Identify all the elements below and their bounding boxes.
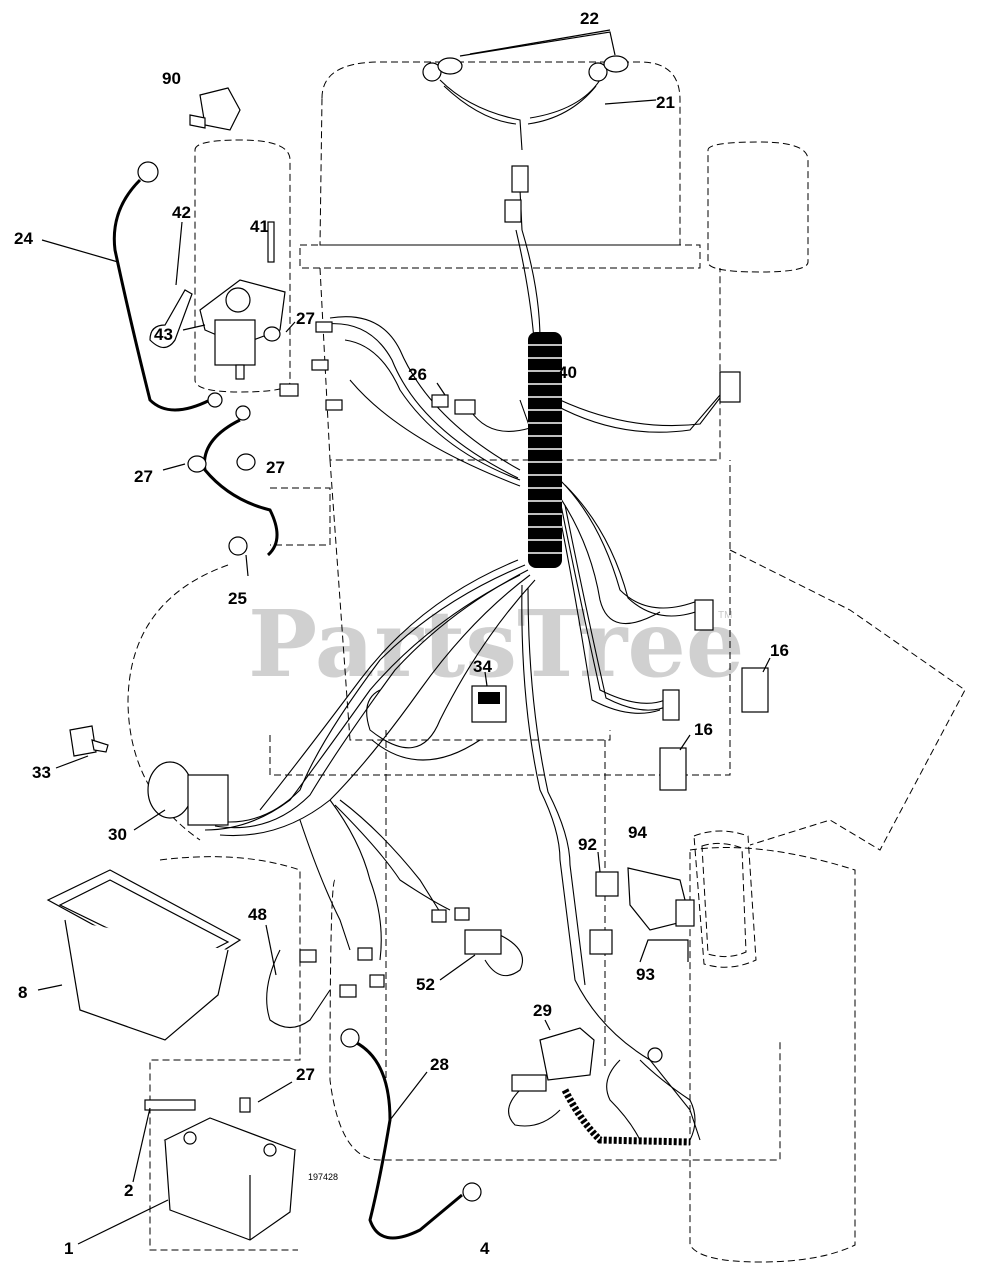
callout-94: 94	[628, 823, 647, 842]
callout-48: 48	[248, 905, 267, 924]
watermark-tm: TM	[718, 610, 732, 621]
callout-52: 52	[416, 975, 435, 994]
callout-22: 22	[580, 9, 599, 28]
coil-cord	[561, 1088, 691, 1146]
callout-4: 4	[480, 1239, 490, 1258]
drawing-number: 197428	[308, 1172, 338, 1182]
callout-27-b: 27	[134, 467, 153, 486]
callout-2: 2	[124, 1181, 133, 1200]
callout-92: 92	[578, 835, 597, 854]
watermark: PartsTree	[248, 590, 744, 698]
callout-24: 24	[14, 229, 33, 248]
leader-lines	[37, 29, 771, 1245]
callout-27-c: 27	[266, 458, 285, 477]
callout-34: 34	[473, 657, 492, 676]
callout-93: 93	[636, 965, 655, 984]
callout-42: 42	[172, 203, 191, 222]
callout-1: 1	[64, 1239, 73, 1258]
callout-30: 30	[108, 825, 127, 844]
callouts: 22 21 90 24 42 41 43 27 26 40 27 27 25 1…	[14, 9, 789, 1258]
callout-29: 29	[533, 1001, 552, 1020]
callout-25: 25	[228, 589, 247, 608]
wire-harness	[204, 79, 727, 1141]
callout-41: 41	[250, 217, 269, 236]
callout-16-b: 16	[694, 720, 713, 739]
callout-28: 28	[430, 1055, 449, 1074]
callout-16-a: 16	[770, 641, 789, 660]
callout-90: 90	[162, 69, 181, 88]
parts	[46, 55, 769, 1241]
callout-21: 21	[656, 93, 675, 112]
callout-26: 26	[408, 365, 427, 384]
callout-43: 43	[154, 325, 173, 344]
callout-27-a: 27	[296, 309, 315, 328]
callout-40: 40	[558, 363, 577, 382]
callout-27-d: 27	[296, 1065, 315, 1084]
callout-33: 33	[32, 763, 51, 782]
callout-8: 8	[18, 983, 27, 1002]
battery-cables	[112, 178, 463, 1240]
conduit-40	[528, 332, 562, 568]
